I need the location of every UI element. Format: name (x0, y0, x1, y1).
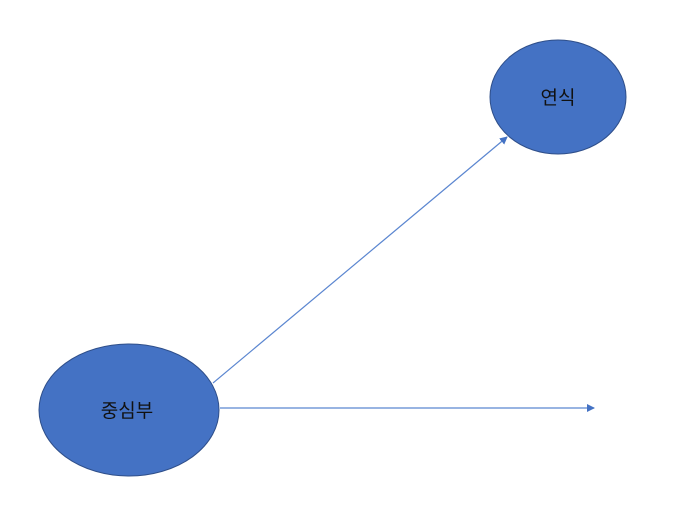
node-year-shape (489, 39, 627, 155)
node-year[interactable]: 연식 (489, 39, 627, 155)
node-center[interactable]: 중심부 (38, 343, 220, 477)
node-year-label: 연식 (541, 87, 576, 109)
node-center-shape (38, 343, 220, 477)
node-center-label: 중심부 (101, 400, 153, 422)
arrow-center-to-year (212, 136, 508, 384)
